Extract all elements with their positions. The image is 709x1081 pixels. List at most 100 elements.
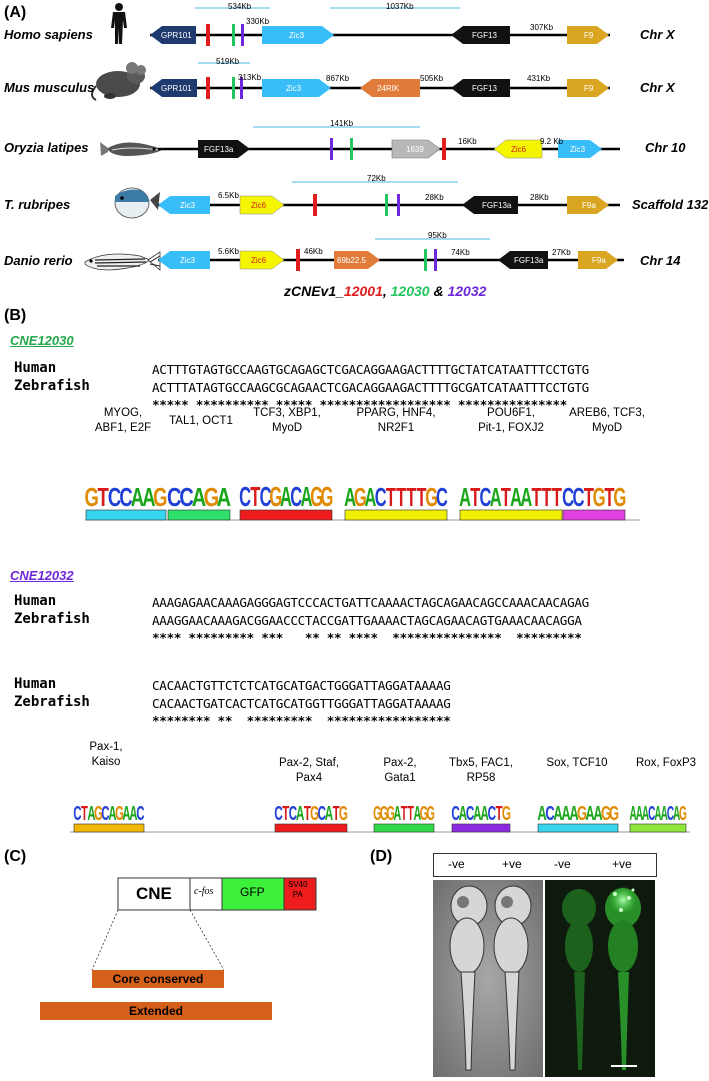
logo-letter: A [561,802,570,825]
logo-letter: G [601,802,611,825]
gene-label: Zic3 [180,201,196,210]
gene-label: F9a [592,256,606,265]
logo-letter: C [562,482,574,512]
tf-label: PPARG, HNF4, NR2F1 [356,407,436,434]
extended-bar [40,1002,272,1020]
logo-letter: G [354,482,367,512]
zebrafish-embryo-microscopy-image [433,880,655,1077]
logo-letter: G [386,803,394,825]
gene-fgf13 [451,79,510,97]
gene-label: FGF13a [482,201,512,210]
tf-label: AREB6, TCF3, MyoD [569,407,645,434]
row-oryzias-latipes [158,126,620,160]
logo-letter: A [296,803,305,825]
tf-label: POU6F1, Pit-1, FOXJ2 [478,407,544,434]
logo-letter: T [542,482,553,512]
gene-label: 1639 [406,145,424,154]
cfos-label: c-fos [194,886,214,897]
gene-f9a [567,196,609,214]
logo-letter: A [642,804,649,825]
logo-letter: G [310,803,319,825]
reporter-construct-diagram [40,877,317,1020]
tf-label: Pax-2, Gata1 [383,757,417,784]
motif-logo: AAACAACAG [629,804,687,833]
panel-a-label: (A) [4,4,27,21]
seq-label-zebrafish: Zebrafish [14,378,90,394]
chromosome-label: Scaffold 132 [632,197,709,212]
seq-label-zebrafish: Zebrafish [14,611,90,627]
gene-f9a [578,251,618,269]
logo-letter: A [280,480,292,512]
gene-label: Zic3 [286,84,302,93]
logo-letter: A [510,482,522,512]
logo-letter: T [98,483,109,512]
logo-letter: A [569,802,578,825]
tf-label: Sox, TCF10 [546,757,608,769]
logo-letter: C [436,482,448,512]
motif-bar [373,823,435,833]
logo-letter: A [393,803,401,825]
cne12032-title: CNE12032 [10,568,74,583]
cne-box [117,877,191,911]
motif-bar [344,509,448,521]
distance-label: 141Kb [330,119,354,128]
zebrafish-icon [84,251,161,271]
logo-letter: G [593,482,606,512]
logo-letter: A [459,482,471,512]
gene-zic6 [239,195,285,215]
conservation-stars: ******** ** ********* ***************** [152,713,451,728]
logo-letter: A [673,804,680,825]
logo-letter: A [365,482,377,512]
logo-letter: A [87,803,95,825]
logo-letter: C [73,803,81,825]
cne-label: CNE [136,884,172,903]
human-silhouette-icon [111,3,127,44]
sv40-label: SV40 PA [288,880,308,899]
logo-letter: A [325,803,334,825]
logo-letter: T [396,482,407,512]
gene-label: 69b22.5 [337,256,366,265]
logo-letter: C [451,803,460,825]
logo-letter: C [179,482,194,511]
logo-letter: T [531,482,542,512]
logo-letter: G [320,480,333,512]
distance-label: 431Kb [527,74,551,83]
logo-letter: C [667,804,674,825]
logo-letter: A [344,482,356,512]
gene-gpr101 [150,26,196,44]
logo-letter: A [636,804,643,825]
panel-c-label: (C) [4,848,27,865]
logo-letter: A [537,802,546,825]
cne12030-title: CNE12030 [10,333,74,348]
logo-letter: T [401,803,408,825]
motif-bar [459,509,563,521]
logo-letter: A [300,480,312,512]
logo-letter: A [585,802,594,825]
gene-zic3 [158,251,210,269]
gene-label: 24RIK [377,84,400,93]
logo-letter: G [339,803,348,825]
logo-letter: A [413,803,421,825]
chromosome-label: Chr 14 [640,253,681,268]
sequence-human: CACAACTGTTCTCTCATGCATGACTGGGATTAGGATAAAA… [152,678,451,693]
negative-control-label: -ve [448,857,465,871]
positive-label: +ve [612,857,632,871]
logo-letter: C [545,802,554,825]
species-name: Homo sapiens [4,27,93,42]
logo-letter: G [373,803,381,825]
logo-letter: A [129,803,137,825]
logo-letter: C [274,803,283,825]
logo-letter: G [115,803,124,825]
motif-bar [73,823,145,833]
logo-letter: A [192,482,207,511]
logo-letter: T [604,482,615,512]
synteny-diagram [84,3,624,271]
motif-bar [85,509,167,521]
gene-fgf13a [462,196,518,214]
logo-letter: G [153,483,167,512]
distance-label: 28Kb [425,193,444,202]
